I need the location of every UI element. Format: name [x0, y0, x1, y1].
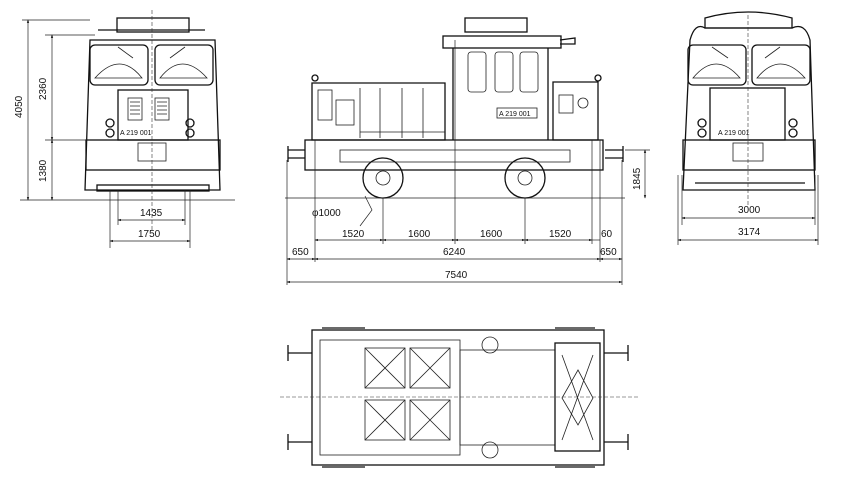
- dim-seg4: 1520: [549, 229, 572, 240]
- dim-buffer-height: 1845: [632, 167, 643, 190]
- dim-frame-length: 6240: [443, 247, 466, 258]
- dim-height-total: 4050: [14, 95, 25, 118]
- dim-width-body: 3000: [738, 205, 761, 216]
- dim-width-axle: 1750: [138, 229, 161, 240]
- dim-overhang-left: 650: [292, 247, 309, 258]
- dim-length-over-buffers: 7540: [445, 270, 468, 281]
- dim-width-total: 3174: [738, 227, 761, 238]
- side-number-plate: A 219 001: [499, 111, 531, 118]
- dim-height-lower: 1380: [38, 159, 49, 182]
- dim-height-upper: 2360: [38, 77, 49, 100]
- dim-seg1: 1520: [342, 229, 365, 240]
- dim-seg2: 1600: [408, 229, 431, 240]
- dim-wheel-diameter: φ1000: [312, 208, 341, 219]
- rear-number-plate: A 219 001: [718, 130, 750, 137]
- dim-overhang-right: 650: [600, 247, 617, 258]
- plan-view: [280, 327, 640, 468]
- hatch-grid: [364, 347, 451, 441]
- dim-gauge: 1435: [140, 208, 163, 219]
- rear-view: A 219 001 3000 3174: [677, 11, 819, 245]
- number-plate: A 219 001: [120, 130, 152, 137]
- front-view: A 219 001 4050 2360 1380 1435 1750: [14, 10, 235, 248]
- side-view: A 219 001 φ1000 1520 1600 1600 1520 60 6…: [285, 17, 650, 285]
- dim-seg3: 1600: [480, 229, 503, 240]
- dim-seg5: 60: [601, 229, 613, 240]
